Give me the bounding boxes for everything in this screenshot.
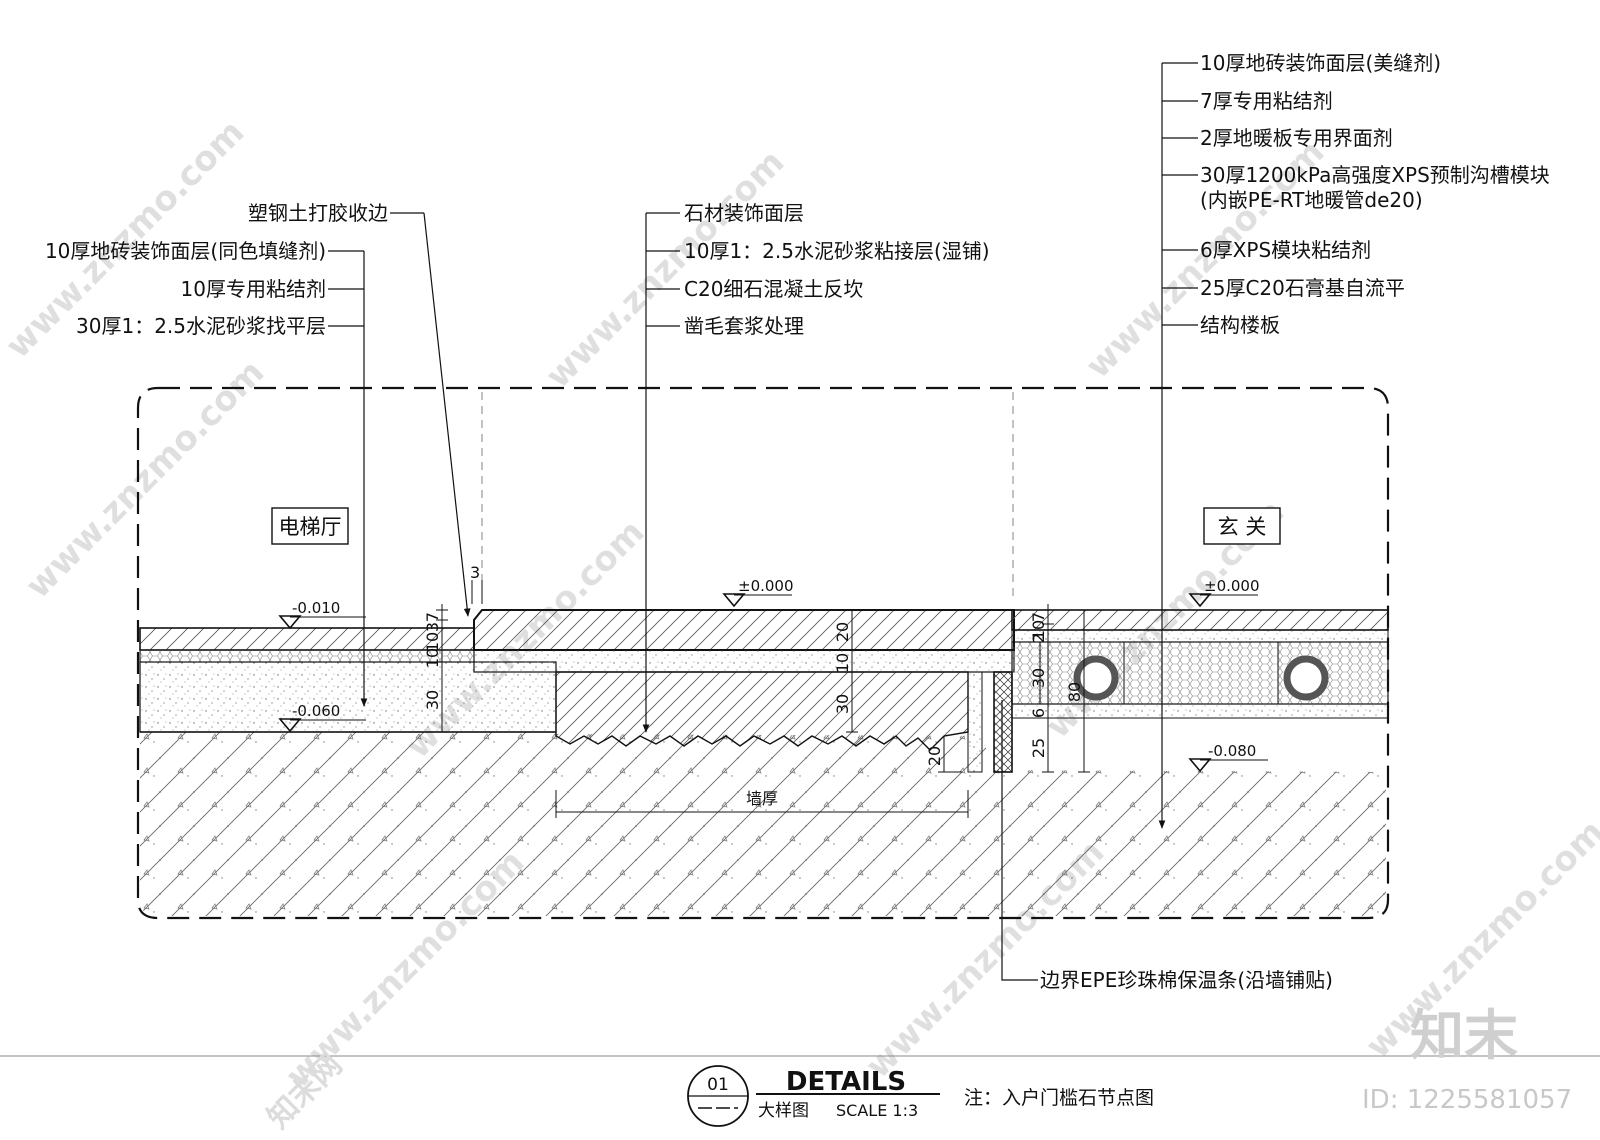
brand-logo: 知末 <box>1410 1004 1518 1067</box>
label-epe-strip: 边界EPE珍珠棉保温条(沿墙铺贴) <box>1040 968 1333 992</box>
label-heating-pipe: (内嵌PE-RT地暖管de20) <box>1200 188 1423 212</box>
dim-center-1: 10 <box>833 653 852 673</box>
dim-left-3: 10 <box>423 648 442 668</box>
dim-step: 20 <box>925 746 944 766</box>
leader-lines-center <box>642 212 680 733</box>
dim-right-3: 30 <box>1029 668 1048 688</box>
label-structural-slab: 结构楼板 <box>1200 313 1280 337</box>
detail-note: 注：入户门槛石节点图 <box>964 1087 1154 1109</box>
elevation-left-bottom: -0.060 <box>292 702 340 720</box>
room-label-elevator-hall: 电梯厅 <box>279 515 342 539</box>
detail-scale: SCALE 1:3 <box>836 1101 918 1120</box>
dim-left-0: 7 <box>423 612 442 622</box>
leader-epe <box>1001 700 1038 981</box>
dim-right-5: 25 <box>1029 738 1048 758</box>
detail-number: 01 <box>707 1075 729 1095</box>
elevation-mark: -0.080 <box>1188 742 1268 773</box>
dim-wall-thickness: 墙厚 <box>746 789 778 808</box>
label-interface-agent: 2厚地暖板专用界面剂 <box>1200 126 1393 150</box>
watermark-text: www.znzmo.com <box>538 142 792 396</box>
dim-center-2: 30 <box>833 694 852 714</box>
dim-left-2: 10 <box>423 632 442 652</box>
elevation-center: ±0.000 <box>738 577 794 595</box>
heating-pipe-icon <box>1283 655 1329 701</box>
label-sealant-edge: 塑钢土打胶收边 <box>248 201 388 225</box>
label-stone-finish: 石材装饰面层 <box>684 201 804 225</box>
dim-left-1: 3 <box>423 622 442 632</box>
title-block: 01 DETAILS 大样图 SCALE 1:3 注：入户门槛石节点图 <box>687 1065 1154 1127</box>
label-concrete-curb: C20细石混凝土反坎 <box>684 277 863 301</box>
dim-right-2: 2 <box>1029 633 1048 643</box>
elevation-right-bottom: -0.080 <box>1208 742 1256 760</box>
label-roughening: 凿毛套浆处理 <box>684 314 804 338</box>
room-label-foyer: 玄 关 <box>1218 515 1267 539</box>
elevation-mark: -0.010 <box>278 599 366 630</box>
label-left-screed: 30厚1：2.5水泥砂浆找平层 <box>76 314 326 338</box>
detail-subtitle: 大样图 <box>758 1101 809 1121</box>
dim-gap: 3 <box>470 563 480 582</box>
leader-lines-left <box>328 212 471 707</box>
dim-right-0: 7 <box>1029 612 1048 622</box>
label-right-adhesive: 7厚专用粘结剂 <box>1200 89 1333 113</box>
dim-right-1: 10 <box>1029 620 1048 640</box>
drawing-id: ID: 1225581057 <box>1362 1085 1572 1115</box>
label-right-tile-layer: 10厚地砖装饰面层(美缝剂) <box>1200 51 1441 75</box>
watermark-text: www.znzmo.com <box>18 352 272 606</box>
dimension-lines <box>436 580 1090 818</box>
label-mortar-bedding: 10厚1：2.5水泥砂浆粘接层(湿铺) <box>684 239 990 263</box>
detail-boundary <box>136 386 1390 920</box>
dim-right-total: 80 <box>1065 682 1084 702</box>
dim-left-4: 30 <box>423 690 442 710</box>
elevation-mark: ±0.000 <box>1188 577 1260 608</box>
label-xps-adhesive: 6厚XPS模块粘结剂 <box>1200 238 1371 262</box>
label-xps-module: 30厚1200kPa高强度XPS预制沟槽模块 <box>1200 163 1550 187</box>
elevation-mark: -0.060 <box>278 702 366 733</box>
right-floor-build-up <box>1011 609 1389 719</box>
elevation-left-top: -0.010 <box>292 599 340 617</box>
dim-center-0: 20 <box>833 622 852 642</box>
dim-right-4: 6 <box>1029 708 1048 718</box>
leader-lines-right <box>1158 62 1198 829</box>
label-left-tile-layer: 10厚地砖装饰面层(同色填缝剂) <box>45 239 326 263</box>
epe-insulation-strip <box>993 671 1013 773</box>
threshold-stone <box>473 609 1015 773</box>
label-left-adhesive: 10厚专用粘结剂 <box>181 277 326 301</box>
detail-title: DETAILS <box>786 1067 906 1097</box>
elevation-right-top: ±0.000 <box>1204 577 1260 595</box>
heating-pipe-icon <box>1073 655 1119 701</box>
label-self-leveling: 25厚C20石膏基自流平 <box>1200 276 1405 300</box>
elevation-mark: ±0.000 <box>722 577 794 608</box>
